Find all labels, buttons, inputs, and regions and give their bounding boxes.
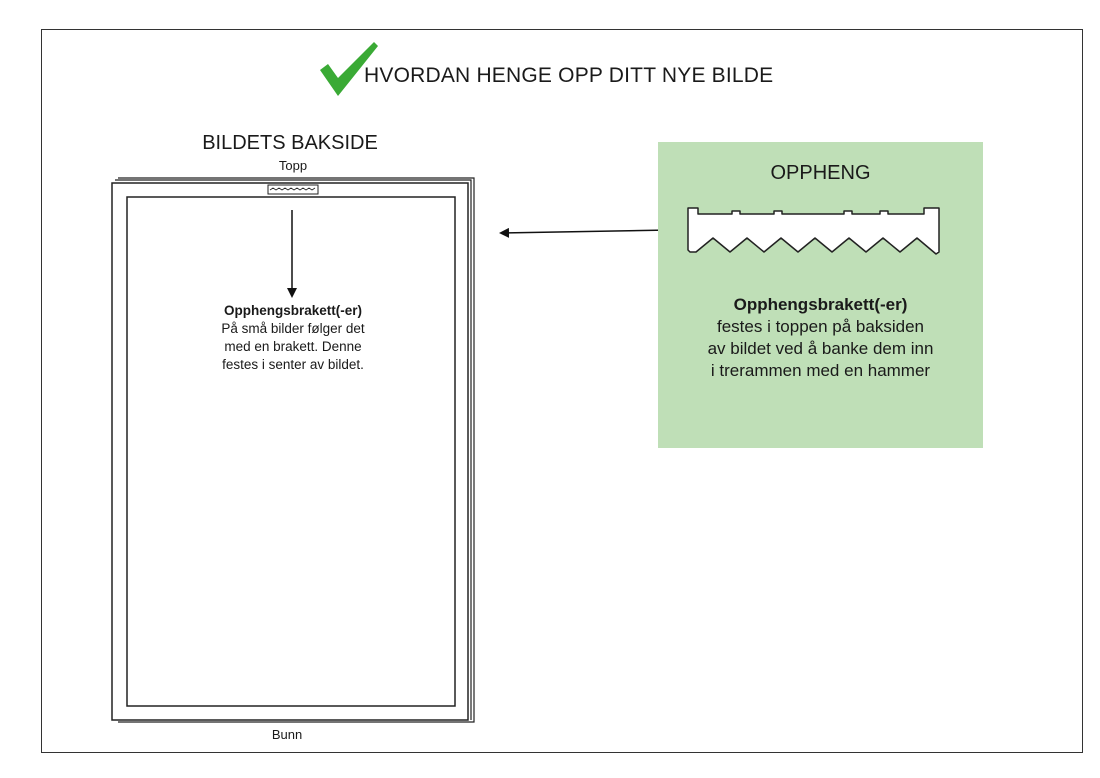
bracket-description: Opphengsbrakett(-er) På små bilder følge… bbox=[203, 302, 383, 374]
left-arrow bbox=[499, 227, 671, 238]
back-view-title: BILDETS BAKSIDE bbox=[202, 132, 378, 154]
bracket-line: med en brakett. Denne bbox=[224, 339, 362, 354]
page-border bbox=[41, 29, 1083, 753]
hanger-line: av bildet ved å banke dem inn bbox=[707, 339, 934, 358]
bottom-label: Bunn bbox=[271, 727, 303, 742]
sawtooth-hanger-icon bbox=[687, 207, 940, 255]
hanger-panel-title: OPPHENG bbox=[770, 162, 871, 184]
small-bracket-icon bbox=[267, 184, 319, 195]
picture-frame bbox=[111, 177, 475, 723]
bracket-line: På små bilder følger det bbox=[221, 321, 365, 336]
bracket-heading: Opphengsbrakett(-er) bbox=[223, 303, 362, 318]
hanger-heading: Opphengsbrakett(-er) bbox=[733, 295, 908, 314]
hanger-line: festes i toppen på baksiden bbox=[717, 317, 924, 336]
hanger-line: i trerammen med en hammer bbox=[710, 361, 931, 380]
hanger-panel: OPPHENG Opphengsbrakett(-er) festes i to… bbox=[658, 142, 983, 448]
page-title: HVORDAN HENGE OPP DITT NYE BILDE bbox=[364, 64, 774, 87]
checkmark-icon bbox=[320, 42, 378, 96]
hanger-description: Opphengsbrakett(-er) festes i toppen på … bbox=[658, 294, 983, 382]
bracket-line: festes i senter av bildet. bbox=[222, 357, 364, 372]
top-label: Topp bbox=[278, 158, 308, 173]
